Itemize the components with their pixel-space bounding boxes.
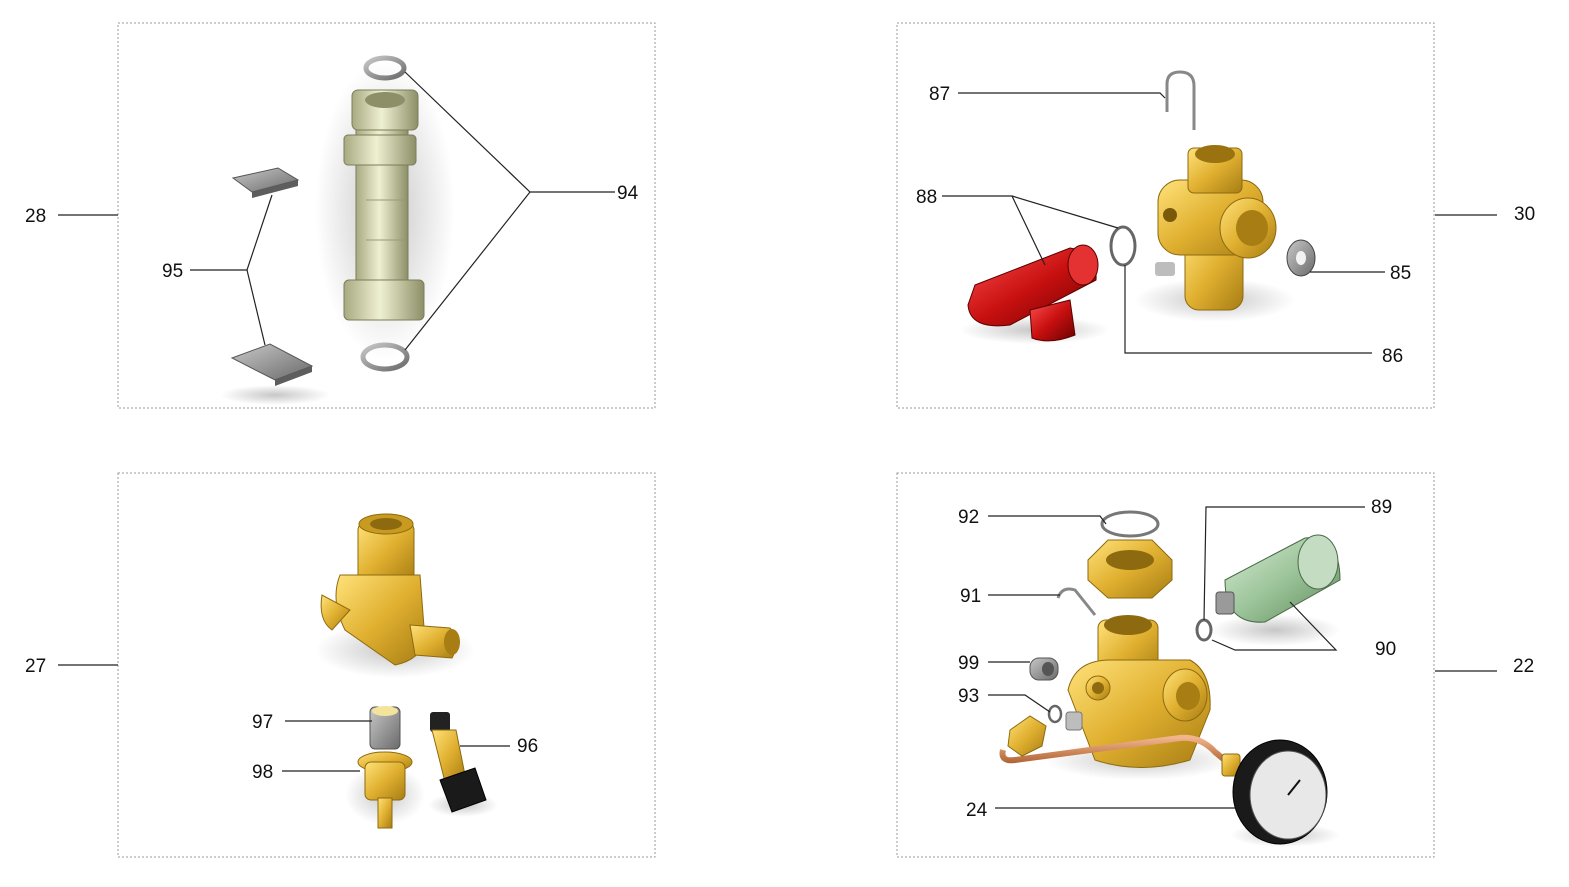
- oring-93: [1047, 704, 1063, 724]
- cap-99: [1029, 657, 1059, 681]
- label-22: 22: [1513, 656, 1534, 677]
- pin-91: [1056, 587, 1097, 616]
- air-vent: [1210, 534, 1341, 646]
- label-90: 90: [1375, 639, 1396, 660]
- red-relief-cap: [960, 244, 1110, 344]
- leader-93: [988, 694, 1051, 713]
- label-96: 96: [517, 736, 538, 757]
- leader-89: [1203, 506, 1365, 621]
- label-89: 89: [1371, 497, 1392, 518]
- label-88: 88: [916, 187, 937, 208]
- temperature-sensor: [345, 706, 425, 829]
- oring-top: [363, 55, 407, 81]
- label-28: 28: [25, 206, 46, 227]
- label-24: 24: [966, 800, 988, 821]
- label-99: 99: [958, 653, 979, 674]
- label-30: 30: [1514, 204, 1535, 225]
- label-27: 27: [25, 656, 46, 677]
- washer-85: [1286, 239, 1316, 277]
- filter-cartridge: [315, 60, 455, 360]
- leader-86: [1124, 265, 1372, 354]
- panel-top-right: 30 87: [896, 22, 1535, 409]
- pin-87: [1165, 70, 1196, 130]
- label-91: 91: [960, 586, 981, 607]
- brass-fitting: [315, 513, 475, 678]
- leader-94-b: [404, 191, 531, 351]
- label-92: 92: [958, 507, 979, 528]
- panel-bottom-right: 22: [896, 472, 1534, 858]
- leader-88-b: [1011, 195, 1119, 229]
- leader-87: [958, 92, 1166, 99]
- oring-86: [1109, 225, 1137, 267]
- leader-92: [988, 515, 1107, 525]
- capillary-tube: [999, 715, 1241, 777]
- label-94: 94: [617, 183, 639, 204]
- panel-bottom-left: 27 97: [25, 472, 656, 858]
- pressure-gauge: [1230, 739, 1340, 847]
- leader-95-b: [246, 269, 266, 346]
- brass-nut: [1087, 539, 1173, 599]
- clip-lower: [220, 343, 330, 405]
- clip-upper: [231, 167, 300, 198]
- label-86: 86: [1382, 346, 1403, 367]
- label-93: 93: [958, 686, 979, 707]
- panel-top-left: 28 94 95: [25, 22, 656, 409]
- sensor-plug: [428, 712, 498, 817]
- label-95: 95: [162, 261, 183, 282]
- brass-valve-body: [1135, 145, 1295, 322]
- clip-ring-92: [1100, 510, 1160, 538]
- oring-bottom: [360, 342, 410, 372]
- label-98: 98: [252, 762, 273, 783]
- label-85: 85: [1390, 263, 1411, 284]
- label-87: 87: [929, 84, 950, 105]
- label-97: 97: [252, 712, 273, 733]
- leader-90: [1211, 601, 1338, 651]
